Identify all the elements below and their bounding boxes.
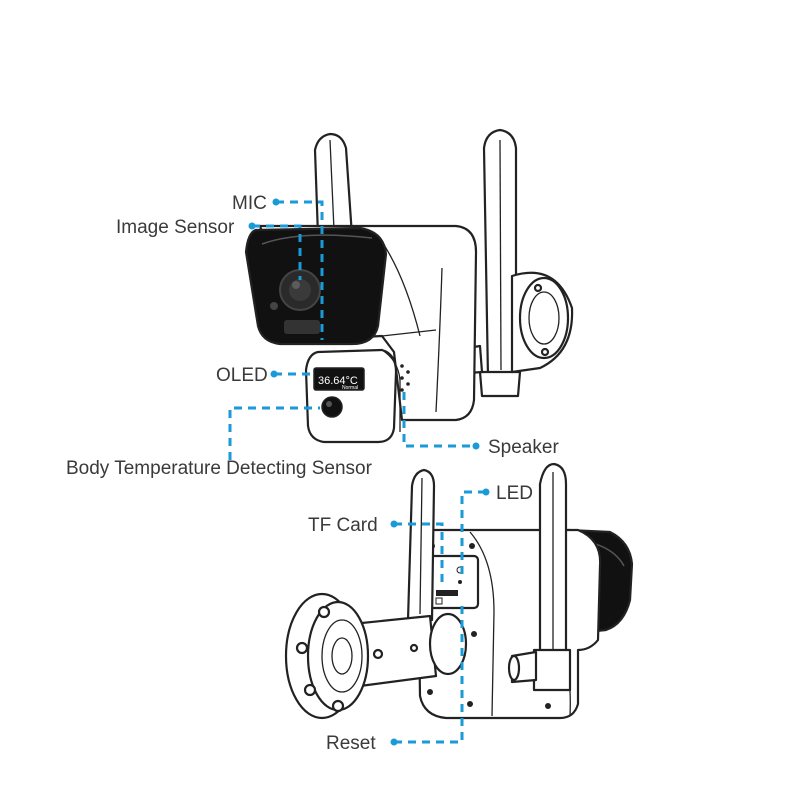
oled-temperature-readout: 36.64°C [318, 375, 358, 387]
front-lens-face [244, 226, 388, 346]
rear-right-antenna [507, 462, 572, 692]
front-left-antenna [313, 132, 354, 238]
label-led: LED [496, 483, 533, 504]
label-tf-card: TF Card [308, 515, 378, 536]
rear-camera [284, 462, 634, 720]
label-mic: MIC [232, 193, 267, 214]
rear-left-antenna [406, 468, 436, 622]
front-sensor-module: 36.64°C Normal [304, 348, 410, 444]
front-camera: 36.64°C Normal [244, 128, 574, 444]
label-image-sensor: Image Sensor [116, 217, 235, 238]
speaker-grille [400, 364, 410, 392]
label-oled: OLED [216, 365, 268, 386]
label-reset: Reset [326, 733, 376, 754]
leader-lines [228, 198, 490, 746]
label-speaker: Speaker [488, 437, 559, 458]
front-right-antenna [478, 128, 522, 398]
oled-status-readout: Normal [342, 385, 358, 391]
rear-wall-mount [284, 592, 370, 720]
rear-mount-arm [350, 612, 468, 688]
label-body-temperature-sensor: Body Temperature Detecting Sensor [66, 458, 373, 479]
